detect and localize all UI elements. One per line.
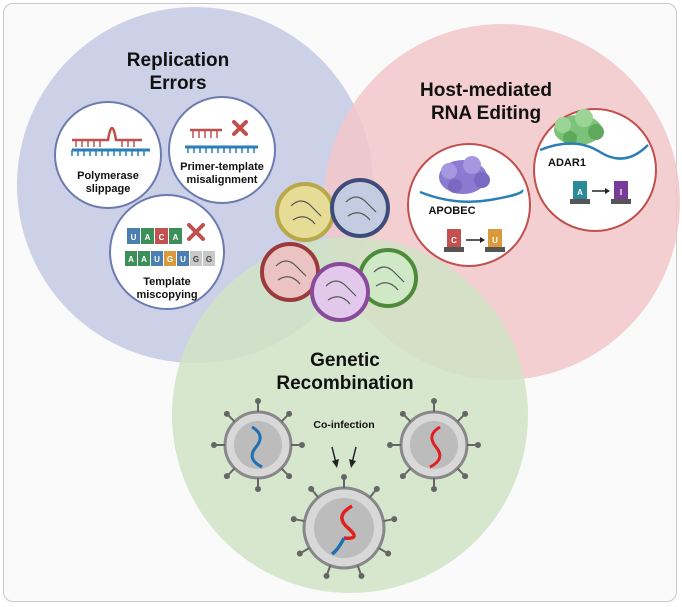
top-base-2: A — [145, 233, 151, 242]
replication-title-line2: Errors — [149, 73, 206, 94]
adar-to-base: I — [620, 188, 622, 197]
replication-title-line1: Replication — [127, 50, 229, 71]
polymerase-slippage-panel: Polymerase slippage — [54, 101, 162, 209]
template-miscopying-panel: U A C A A A U G U G G Template miscopyin… — [109, 194, 225, 310]
rna-strand-icon — [539, 142, 649, 160]
apobec-enzyme-icon — [439, 156, 490, 194]
template-label-line2: miscopying — [136, 289, 197, 301]
bottom-base-7: G — [206, 255, 212, 264]
primer-misalignment-panel: Primer-template misalignment — [168, 96, 276, 204]
top-base-1: U — [131, 233, 137, 242]
error-x-icon — [187, 223, 205, 241]
bottom-base-5: U — [180, 255, 186, 264]
virus-red-genome-icon — [386, 397, 482, 493]
bottom-base-3: U — [154, 255, 160, 264]
bottom-base-2: A — [141, 255, 147, 264]
bottom-base-1: A — [128, 255, 134, 264]
apobec-to-base: U — [492, 236, 498, 245]
error-x-icon — [232, 120, 248, 136]
apobec-from-base: C — [451, 236, 457, 245]
primer-label-line1: Primer-template — [180, 161, 264, 173]
c-to-u-conversion-icon: C U — [444, 229, 505, 252]
apobec-label: APOBEC — [428, 205, 475, 217]
bottom-base-6: G — [193, 255, 199, 264]
adar1-panel: ADAR1 A I — [533, 108, 657, 232]
recombinant-virus-icon — [289, 473, 399, 581]
primer-label-line2: misalignment — [187, 174, 258, 186]
adar-from-base: A — [577, 188, 583, 197]
host-title-line2: RNA Editing — [431, 103, 541, 124]
virus-blue-genome-icon — [210, 397, 306, 493]
top-base-3: C — [159, 233, 165, 242]
misalignment-strand-icon — [185, 128, 258, 153]
polymerase-label-line2: slippage — [86, 183, 131, 195]
polymerase-label-line1: Polymerase — [77, 170, 139, 182]
recombination-title-line1: Genetic — [310, 350, 380, 371]
base-pairs-icon: U A C A A A U G U G G — [125, 228, 215, 266]
host-title-line1: Host-mediated — [420, 80, 552, 101]
template-label-line1: Template — [143, 276, 190, 288]
adar1-enzyme-icon — [554, 109, 604, 145]
recombination-circle — [172, 237, 528, 593]
slippage-strand-icon — [71, 126, 150, 156]
a-to-i-conversion-icon: A I — [570, 181, 631, 204]
arrow-down-icon — [331, 446, 357, 468]
bottom-base-4: G — [167, 255, 173, 264]
virus-cluster-icon — [260, 178, 418, 322]
top-base-4: A — [173, 233, 179, 242]
rna-strand-icon — [419, 189, 524, 204]
apobec-panel: APOBEC C U — [407, 143, 531, 267]
coinfection-label: Co-infection — [313, 419, 374, 431]
adar1-label: ADAR1 — [548, 157, 586, 169]
recombination-title-line2: Recombination — [276, 373, 413, 394]
